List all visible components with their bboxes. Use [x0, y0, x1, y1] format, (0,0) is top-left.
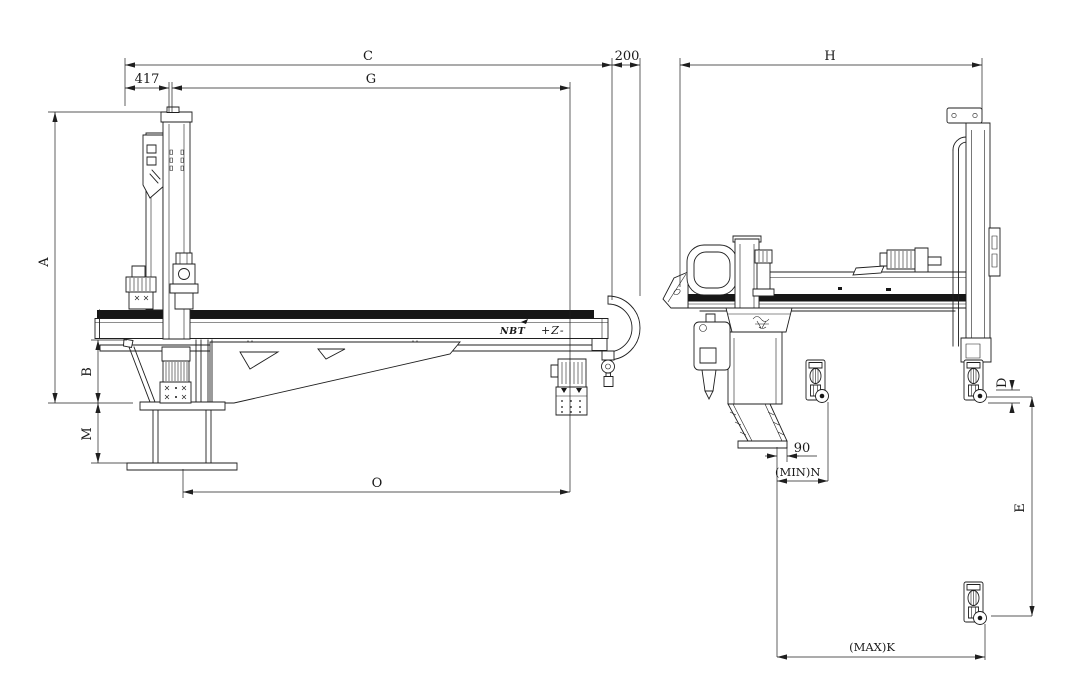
- front-machine: NBT +Z-: [95, 107, 640, 470]
- front-view: NBT +Z-: [37, 49, 640, 498]
- side-view: H D E 90: [663, 49, 1035, 660]
- front-vertical-axis-motor: [170, 253, 198, 309]
- z-arm-side-panel: [989, 228, 1000, 276]
- hook-arc: [608, 296, 640, 360]
- z-arm-top-cap: [947, 108, 982, 123]
- dim-200-label: 200: [615, 49, 640, 64]
- side-filter-regulator: [694, 314, 730, 399]
- dim-g: G: [172, 72, 570, 492]
- side-pedestal: [726, 308, 792, 448]
- dim-m-label: M: [80, 427, 95, 440]
- brand-flag-icon: [521, 319, 528, 324]
- dim-a: A: [37, 112, 162, 403]
- front-mast-cap: [161, 112, 192, 122]
- front-guide-rail-stripe: [97, 310, 594, 319]
- front-screw-block: [160, 382, 191, 403]
- front-beam-brand-text: NBT: [499, 326, 526, 337]
- dim-h-label: H: [824, 49, 835, 64]
- side-z-arm: [947, 108, 1000, 362]
- dim-g-label: G: [366, 72, 376, 87]
- side-machine: [663, 108, 1000, 625]
- pedestal-adapter: [726, 308, 792, 332]
- dim-e-label: E: [1013, 503, 1028, 513]
- side-dimensions: H D E 90: [680, 49, 1035, 660]
- dim-d-label: D: [995, 378, 1010, 388]
- dim-e: E: [987, 397, 1035, 616]
- dim-b-label: B: [80, 367, 95, 377]
- chute-bottom-plate: [738, 441, 787, 448]
- side-guide-rail-stripe: [688, 294, 985, 302]
- kick-motor-fins: [891, 251, 911, 268]
- finned-block-fins: [166, 362, 187, 381]
- brand-stamp-icon: [753, 317, 769, 329]
- dim-h: H: [680, 49, 982, 287]
- eoat-min-position: [805, 359, 829, 403]
- front-gusset-arm: [210, 342, 460, 403]
- eoat-arm-position: [963, 359, 987, 403]
- side-post-motor: [753, 250, 774, 296]
- screw-block-pattern: [165, 386, 186, 399]
- front-gearbox: [162, 347, 190, 361]
- motor-fins: [130, 278, 150, 291]
- dim-200: 200: [612, 49, 640, 296]
- dim-a-label: A: [37, 257, 52, 268]
- eoat-max-position: [963, 581, 987, 625]
- z-arm-carriage: [961, 338, 991, 362]
- front-dimensions: C 200 417 G A: [37, 49, 640, 498]
- front-strut-pair: [196, 340, 212, 402]
- front-vertical-drive: [160, 347, 191, 403]
- front-pickup-tool: [551, 359, 587, 415]
- chute-hatching: [730, 412, 784, 435]
- front-mast-holes: [170, 150, 184, 171]
- dim-o: O: [183, 469, 570, 498]
- side-beam-plate: [853, 266, 884, 275]
- side-handle-loop: [687, 245, 737, 295]
- gusset-cutout-1: [240, 352, 278, 369]
- dim-417-label: 417: [135, 72, 160, 87]
- gusset-cutout-2: [318, 349, 345, 359]
- pickup-finned-block: [558, 359, 586, 387]
- pedestal-chute: [728, 404, 787, 441]
- dim-417: 417: [125, 72, 169, 112]
- pickup-plate-dots: [561, 400, 581, 413]
- dim-max-k: (MAX)K: [777, 624, 985, 660]
- pedestal-column: [728, 332, 782, 404]
- front-cable-hook: [592, 296, 640, 387]
- z-arm-column: [966, 123, 990, 359]
- filter-bowl: [702, 370, 716, 391]
- dim-c-label: C: [363, 49, 373, 64]
- front-left-hook: [124, 339, 156, 402]
- front-finned-block: [163, 361, 189, 382]
- dim-min-n: (MIN)N: [775, 402, 828, 484]
- dim-b: B: [80, 340, 127, 403]
- side-kick-motor: [880, 248, 941, 272]
- front-beam-axis-marking: +Z-: [541, 324, 565, 337]
- dim-m: M: [80, 403, 127, 463]
- dim-max-k-label: (MAX)K: [849, 640, 895, 654]
- front-pedestal: [127, 402, 237, 470]
- dim-o-label: O: [372, 476, 383, 491]
- dim-d: D: [988, 378, 1020, 413]
- dim-min-n-label: (MIN)N: [775, 465, 820, 479]
- dim-90-label: 90: [794, 441, 811, 456]
- front-support-frame: [124, 339, 461, 403]
- front-base-plate: [127, 463, 237, 470]
- front-traverse-motor: [126, 266, 156, 309]
- dim-c: C: [125, 49, 612, 300]
